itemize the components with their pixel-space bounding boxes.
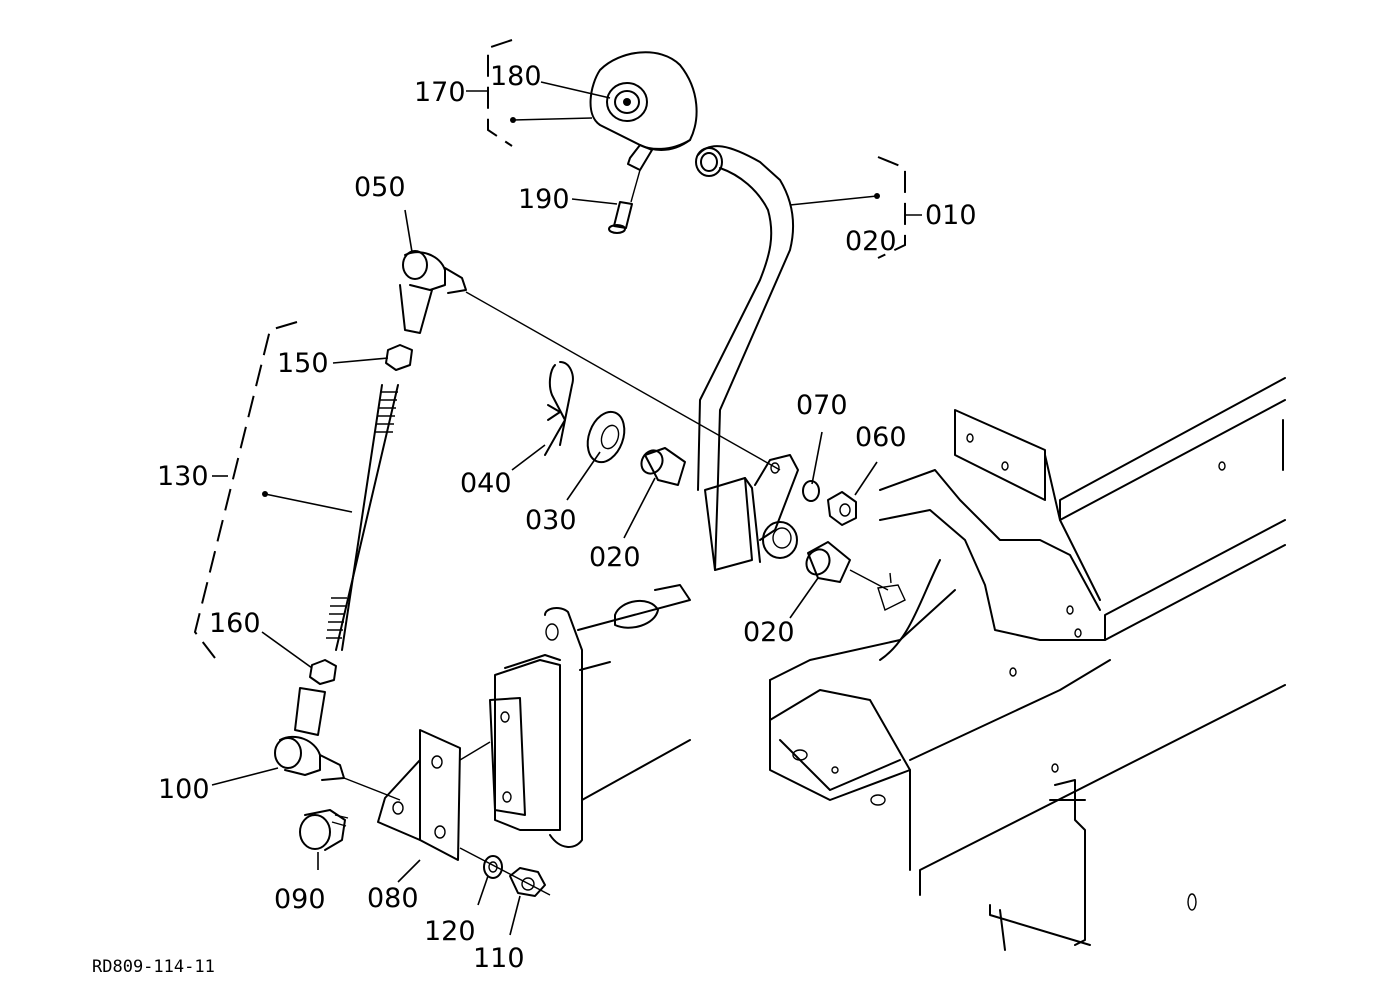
nut-060: [827, 491, 857, 526]
screw-190: [608, 169, 641, 234]
label-110: 110: [473, 943, 525, 974]
label-150: 150: [277, 348, 329, 379]
label-060: 060: [855, 422, 907, 453]
rod-end-050: [399, 250, 467, 334]
nut-150: [385, 344, 413, 371]
shift-lever: [695, 145, 794, 571]
frame-pin: [877, 572, 906, 611]
assembly-line-plate: [459, 741, 491, 761]
group-bracket-010: [877, 156, 906, 259]
label-020-lower: 020: [743, 617, 795, 648]
label-030: 030: [525, 505, 577, 536]
part-labels: 170 180 190 050 150 130 160 100 090 080 …: [157, 61, 977, 974]
assembly-line-upper: [465, 291, 781, 471]
clip-pin-040: [544, 361, 574, 456]
label-020-upper: 020: [589, 542, 641, 573]
nut-110: [509, 867, 546, 897]
gate-bracket: [489, 584, 691, 848]
group-bracket-130: [193, 321, 298, 659]
rod-end-100: [274, 687, 345, 781]
label-010: 010: [925, 200, 977, 231]
nut-160: [309, 659, 337, 685]
bushing-020-upper: [640, 447, 686, 486]
washer-120: [483, 855, 503, 879]
label-020-group: 020: [845, 226, 897, 257]
label-090: 090: [274, 884, 326, 915]
label-190: 190: [518, 184, 570, 215]
threaded-rod-130: [326, 384, 399, 651]
assembly-line-pin: [849, 569, 889, 591]
label-050: 050: [354, 172, 406, 203]
label-130: 130: [157, 461, 209, 492]
assembly-line-lower: [343, 777, 401, 801]
label-040: 040: [460, 468, 512, 499]
label-160: 160: [209, 608, 261, 639]
label-100: 100: [158, 774, 210, 805]
washer-070: [802, 480, 820, 502]
drawing-code: RD809-114-11: [92, 957, 215, 977]
group-bracket-170: [487, 39, 513, 147]
washer-030: [586, 410, 626, 464]
label-170: 170: [414, 77, 466, 108]
label-080: 080: [367, 883, 419, 914]
lever-pivot-boss: [754, 454, 799, 559]
assembly-line-bottom: [459, 847, 551, 896]
label-120: 120: [424, 916, 476, 947]
bolt-090: [299, 809, 349, 851]
plate-080: [377, 729, 461, 861]
lever-knob: [589, 51, 698, 171]
bushing-020-lower: [805, 541, 851, 583]
label-070: 070: [796, 390, 848, 421]
leader-lines: [211, 81, 922, 936]
chassis-frame: [769, 377, 1286, 951]
label-180: 180: [490, 61, 542, 92]
